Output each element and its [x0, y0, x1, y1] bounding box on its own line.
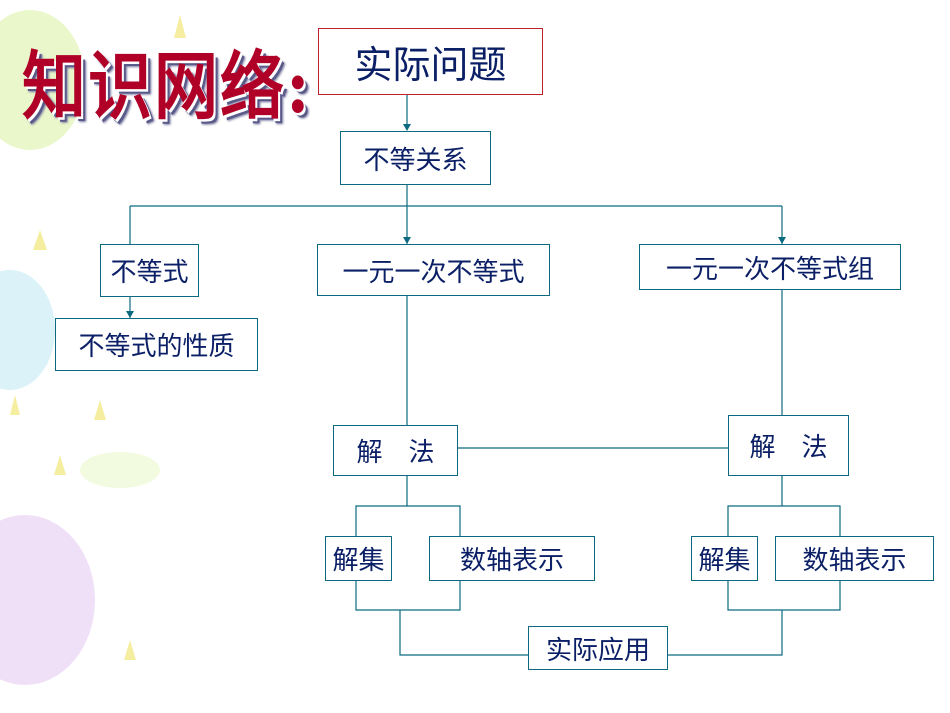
node-solution-set-left: 解集 — [325, 536, 392, 581]
node-number-line-right: 数轴表示 — [775, 536, 934, 581]
arrowhead-linear — [403, 237, 411, 244]
node-method-left: 解 法 — [333, 425, 458, 476]
balloon-decoration — [0, 10, 160, 685]
node-real-application: 实际应用 — [528, 626, 668, 670]
slide-title: 知识网络: — [22, 44, 312, 131]
node-solution-set-right: 解集 — [691, 536, 758, 581]
connector-right-merge — [727, 581, 841, 611]
node-inequality-relation: 不等关系 — [340, 131, 491, 185]
connector-right-method-split-right — [782, 505, 841, 536]
node-inequality-property: 不等式的性质 — [55, 318, 258, 371]
node-number-line-left: 数轴表示 — [429, 536, 595, 581]
arrowhead-relation — [403, 124, 411, 131]
connector-left-method-split-right — [407, 505, 461, 536]
node-linear-inequality: 一元一次不等式 — [317, 244, 550, 296]
node-linear-inequality-system: 一元一次不等式组 — [639, 244, 901, 290]
node-method-right: 解 法 — [728, 415, 849, 476]
sparkle-decoration — [10, 15, 186, 660]
connector-left-merge — [355, 581, 461, 611]
arrowhead-property — [126, 311, 134, 318]
node-inequality: 不等式 — [100, 244, 199, 297]
arrowhead-system — [778, 237, 786, 244]
connector-left-method-split — [355, 476, 408, 536]
connector-left-to-application — [399, 610, 528, 656]
connector-right-method-split — [727, 476, 783, 536]
node-real-problem: 实际问题 — [318, 28, 543, 95]
connector-right-to-application — [668, 610, 783, 656]
